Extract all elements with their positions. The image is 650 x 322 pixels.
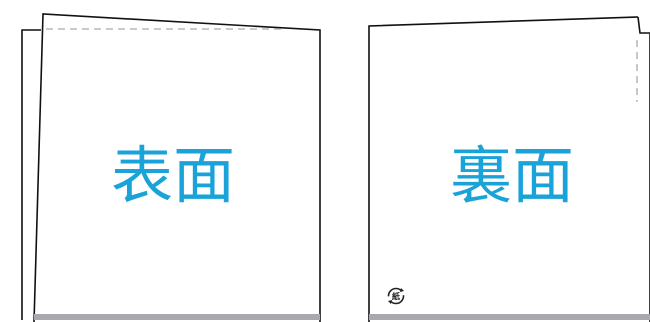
back-page-flap — [637, 16, 650, 34]
back-bottom-band — [369, 314, 650, 320]
paper-recycle-icon: 紙 — [387, 287, 405, 305]
front-back-page-outline — [21, 29, 41, 320]
front-label: 表面 — [111, 139, 235, 212]
back-label: 裏面 — [450, 139, 574, 212]
front-sheet: 表面 — [21, 13, 321, 322]
front-bottom-band — [34, 314, 320, 320]
back-page-outline — [368, 16, 639, 322]
recycle-mark-text: 紙 — [392, 291, 400, 301]
back-sheet: 裏面 紙 — [368, 16, 650, 322]
front-page-outline — [33, 13, 321, 322]
